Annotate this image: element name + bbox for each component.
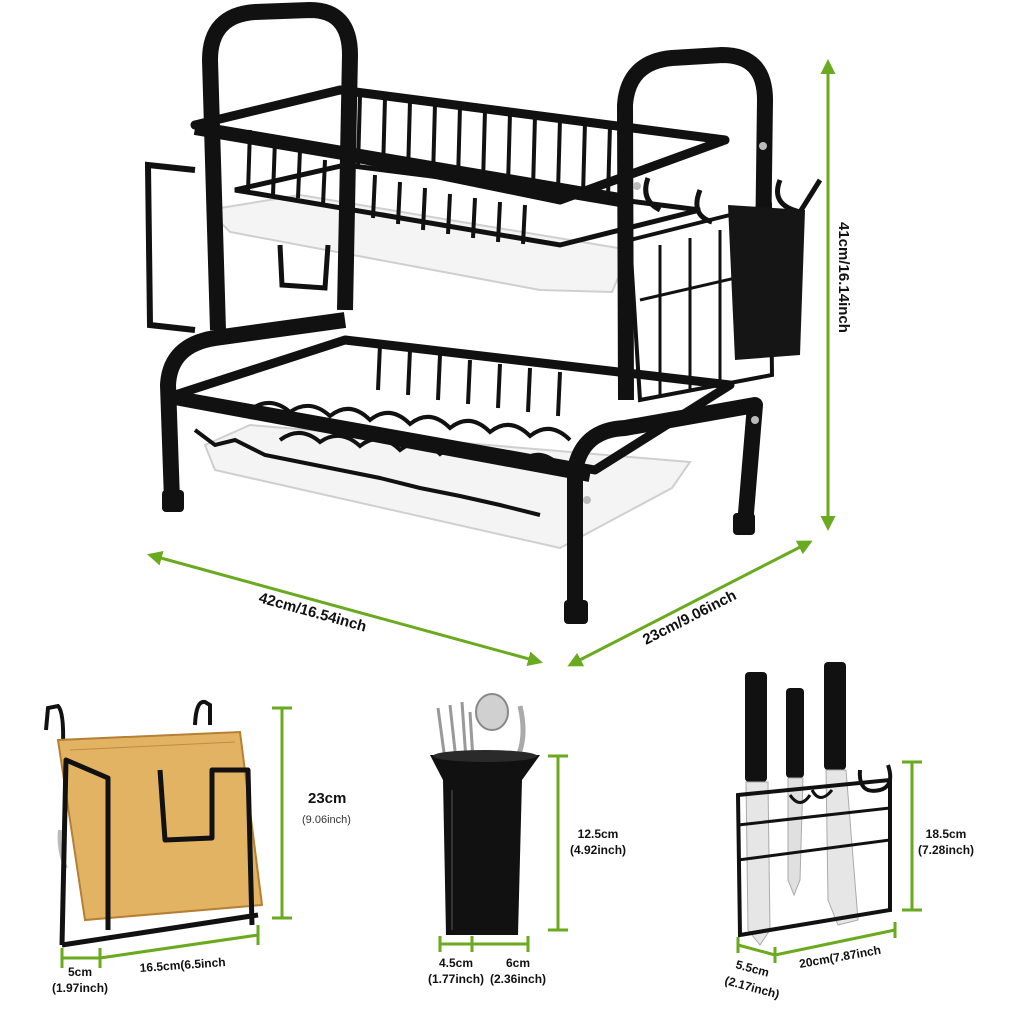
rack-foot [162, 490, 184, 512]
knife-holder-height-value: 18.5cm [925, 827, 967, 841]
utensil-cup-width-label: 6cm (2.36inch) [490, 955, 546, 987]
knife-holder-depth-sub: (2.17inch) [723, 973, 781, 1001]
depth-label: 23cm/9.06inch [640, 587, 739, 649]
left-handle-frame [202, 2, 358, 331]
dish-rack-illustration [144, 2, 823, 624]
rack-side-holder [627, 177, 823, 403]
right-handle-frame [617, 47, 773, 401]
knife-holder-illustration [735, 662, 893, 946]
utensil-cup-depth-sub: (1.77inch) [428, 972, 485, 986]
utensil-cup-illustration [430, 693, 540, 935]
utensil-cup-width-value: 6cm [505, 956, 531, 970]
utensil-cup-height-sub: (4.92inch) [570, 843, 627, 857]
width-label: 42cm/16.54inch [257, 589, 368, 635]
knife-holder-height-label: 18.5cm (7.28inch) [918, 826, 974, 858]
board-holder-height-sub: (9.06inch) [302, 814, 351, 826]
utensil-cup-depth-label: 4.5cm (1.77inch) [428, 955, 484, 987]
cutting-board [56, 730, 264, 922]
knife-holder-height-sub: (7.28inch) [918, 843, 975, 857]
board-holder-depth-label: 5cm (1.97inch) [52, 964, 108, 996]
height-label: 41cm/16.14inch [835, 222, 852, 333]
utensil-cup-width-sub: (2.36inch) [490, 972, 547, 986]
rack-foot [564, 600, 588, 624]
knife-holder-frame [735, 777, 892, 938]
rack-utensil-cup [728, 205, 805, 360]
cutting-board-holder-illustration [44, 699, 264, 948]
board-holder-width-label: 16.5cm(6.5inch [139, 955, 226, 975]
board-holder-depth-value: 5cm [67, 965, 93, 979]
utensil-cup-height-label: 12.5cm (4.92inch) [570, 826, 626, 858]
utensil-cup [430, 755, 540, 935]
board-holder-height-value: 23cm [308, 790, 347, 807]
board-holder-depth-sub: (1.97inch) [52, 981, 109, 995]
rack-foot [733, 513, 755, 535]
width-arrow [147, 550, 543, 667]
utensil-cup-height-value: 12.5cm [577, 827, 619, 841]
depth-arrow [567, 540, 813, 667]
utensil-cup-depth-value: 4.5cm [438, 956, 474, 970]
